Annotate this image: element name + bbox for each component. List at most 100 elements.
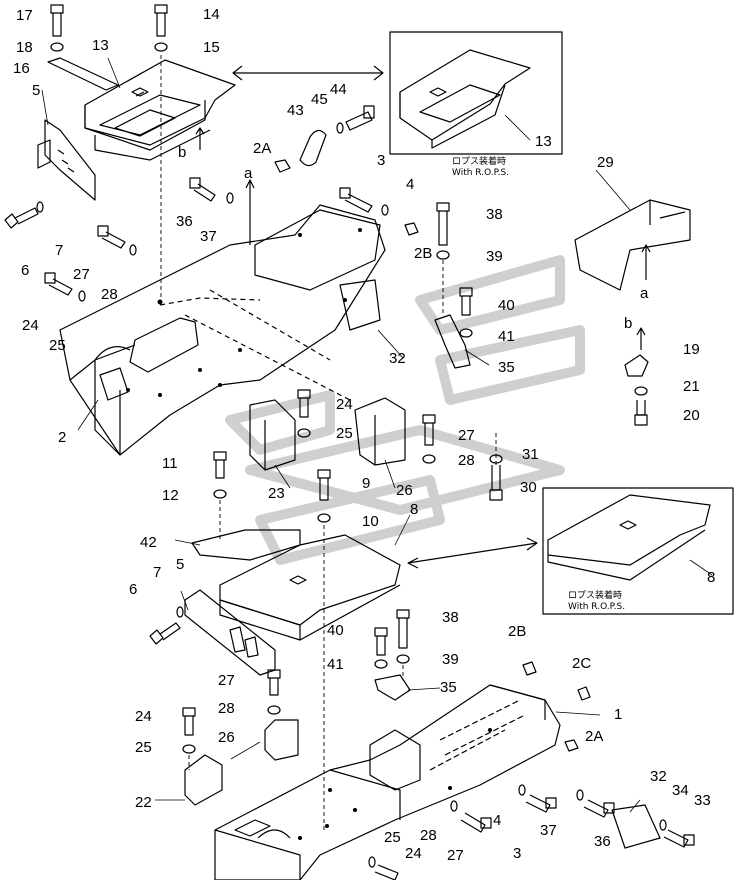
washer-7-lower <box>176 606 184 618</box>
callout-22: 22 <box>135 794 152 811</box>
washer-7-upper <box>36 201 44 213</box>
callout-41-lower: 41 <box>327 656 344 673</box>
bolt-27-lower <box>267 669 281 696</box>
callout-31: 31 <box>522 446 539 463</box>
callout-32-lower: 32 <box>650 768 667 785</box>
callout-5-upper: 5 <box>32 82 40 99</box>
callout-35-lower: 35 <box>440 679 457 696</box>
nut-2B-lower <box>522 661 537 676</box>
frame-holes <box>126 228 362 397</box>
callout-27-lower: 27 <box>218 672 235 689</box>
bolt-27-upper <box>97 225 126 249</box>
bolt-9 <box>317 469 331 501</box>
callout-2C: 2C <box>572 655 591 672</box>
washer-28-mid <box>422 454 436 464</box>
washer-18 <box>50 42 64 52</box>
washer-37-base <box>576 789 584 801</box>
nut-2B-upper <box>404 222 419 236</box>
callout-24-base: 24 <box>405 845 422 862</box>
callout-8-inset: 8 <box>707 569 715 586</box>
bolt-33 <box>663 829 695 848</box>
alignment-lines <box>160 55 497 830</box>
bolt-14 <box>154 4 168 37</box>
callout-28-upper: 28 <box>101 286 118 303</box>
bolt-6-upper <box>4 207 39 229</box>
washer-4-upper <box>381 204 389 216</box>
floor-cover-8 <box>219 534 401 641</box>
plate-32-lower <box>611 804 661 849</box>
washer-37-upper <box>226 192 234 204</box>
inset-frame-rops-13 <box>389 31 563 155</box>
arrow-b-right <box>636 327 646 350</box>
callout-28-lower: 28 <box>218 700 235 717</box>
washer-25-upper <box>78 290 86 302</box>
side-cover-29 <box>574 199 691 291</box>
washer-41-upper <box>459 328 473 338</box>
callout-38-lower: 38 <box>442 609 459 626</box>
callout-39-upper: 39 <box>486 248 503 265</box>
bracket-26-lower <box>264 719 299 761</box>
callout-12: 12 <box>162 487 179 504</box>
callout-35-upper: 35 <box>498 359 515 376</box>
bracket-35-lower <box>374 674 411 701</box>
callout-28-mid: 28 <box>458 452 475 469</box>
callout-2A-lower: 2A <box>585 728 603 745</box>
washer-28-lower <box>267 705 281 715</box>
bolt-3-base <box>525 794 557 813</box>
bolt-40-lower <box>374 627 388 656</box>
callout-37-base: 37 <box>540 822 557 839</box>
callout-38-upper: 38 <box>486 206 503 223</box>
callout-5-lower: 5 <box>176 556 184 573</box>
bracket-19 <box>624 354 649 377</box>
washer-25-base <box>368 856 376 868</box>
inset-caption-en-upper: With R.O.P.S. <box>452 168 509 178</box>
callout-25-upper: 25 <box>49 337 66 354</box>
shackle-43 <box>299 129 327 167</box>
callout-24-upper: 24 <box>22 317 39 334</box>
washer-28-base <box>450 800 458 812</box>
bracket-5-upper <box>37 119 96 201</box>
callout-25-mid: 25 <box>336 425 353 442</box>
washer-21 <box>634 386 648 396</box>
callout-13: 13 <box>92 37 109 54</box>
callout-7-upper: 7 <box>55 242 63 259</box>
washer-41-lower <box>374 659 388 669</box>
callout-labels: 17 14 18 15 16 13 5 43 45 44 13 2A 3 4 2… <box>13 6 715 864</box>
arrow-b-top <box>195 127 205 150</box>
base-holes <box>298 728 492 840</box>
bolt-27-mid <box>422 414 436 446</box>
callout-14: 14 <box>203 6 220 23</box>
washer-28-upper <box>129 244 137 256</box>
callout-18: 18 <box>16 39 33 56</box>
bolt-36-base <box>583 799 615 818</box>
callout-37-upper: 37 <box>200 228 217 245</box>
bolt-38-lower <box>396 609 410 649</box>
callout-10: 10 <box>362 513 379 530</box>
callout-32-upper: 32 <box>389 350 406 367</box>
floor-frame-2 <box>59 204 386 456</box>
callout-29: 29 <box>597 154 614 171</box>
bolt-40-upper <box>459 287 473 316</box>
callout-6-lower: 6 <box>129 581 137 598</box>
callout-30: 30 <box>520 479 537 496</box>
callout-44: 44 <box>330 81 347 98</box>
bracket-35-upper <box>434 314 471 369</box>
arrow-a-upper <box>245 179 255 245</box>
bolt-24-lower <box>182 707 196 736</box>
callout-2B-lower: 2B <box>508 623 526 640</box>
bolt-27-base <box>460 812 492 833</box>
callout-1: 1 <box>614 706 622 723</box>
callout-16: 16 <box>13 60 30 77</box>
callout-27-base: 27 <box>447 847 464 864</box>
callout-27-mid: 27 <box>458 427 475 444</box>
bolt-30 <box>489 465 503 501</box>
callout-42: 42 <box>140 534 157 551</box>
inset-caption-jp-upper: ロプス装着時 <box>452 155 506 167</box>
bracket-26-upper <box>354 397 406 466</box>
double-arrow-upper <box>232 65 384 81</box>
bolt-6-lower <box>149 622 181 645</box>
double-arrow-lower <box>407 537 538 569</box>
washer-39-upper <box>436 250 450 260</box>
washer-12 <box>213 489 227 499</box>
